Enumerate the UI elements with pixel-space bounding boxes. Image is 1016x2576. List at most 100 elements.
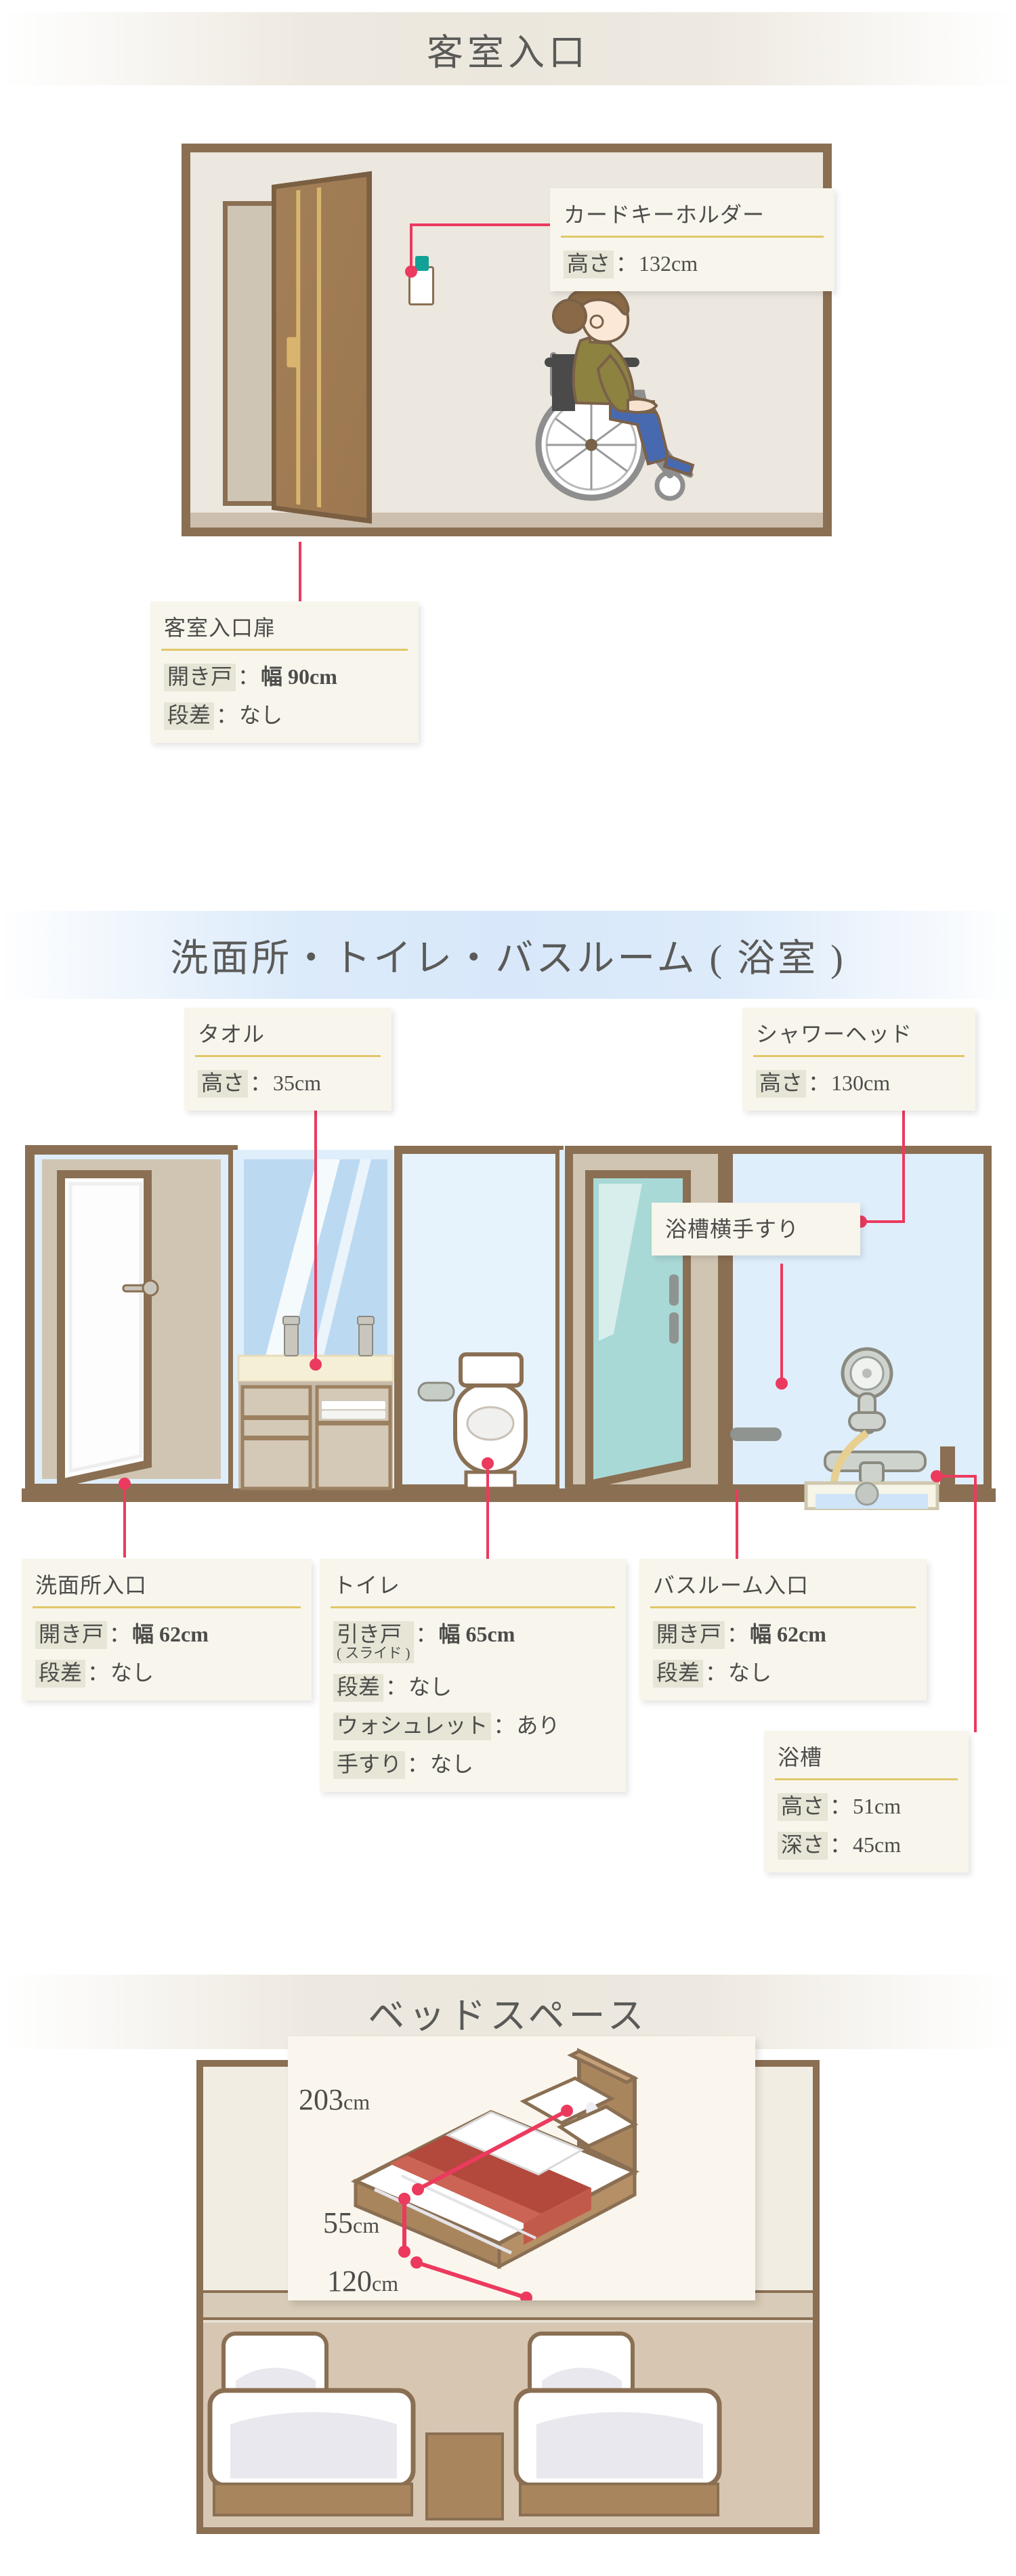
leader-line-towel xyxy=(314,1094,317,1365)
leader-line-card-key-holder-h xyxy=(410,223,559,226)
row-separator: ： xyxy=(830,1832,852,1857)
card-row: 手すり ： なし xyxy=(331,1744,615,1782)
bed-length-label: 203cm xyxy=(299,2082,370,2117)
card-key-holder-icon xyxy=(408,256,434,305)
bed-width-unit: cm xyxy=(372,2271,399,2296)
leader-dot-washroom-entrance xyxy=(119,1478,131,1490)
card-row: 高さ ： 132cm xyxy=(561,243,824,282)
row-separator: ： xyxy=(238,664,260,689)
row-key: 深さ xyxy=(778,1831,828,1860)
row-value: あり xyxy=(516,1713,560,1738)
card-row: 開き戸 ： 幅 62cm xyxy=(33,1614,301,1652)
row-key-sub: ( スライド ) xyxy=(337,1644,410,1661)
leader-dot-toilet xyxy=(482,1457,494,1469)
card-row: 段差 ： なし xyxy=(33,1652,301,1691)
card-row: 高さ ： 35cm xyxy=(195,1062,381,1101)
wheelchair-user-illustration xyxy=(535,284,695,501)
row-separator: ： xyxy=(216,702,238,727)
row-key: ウォシュレット xyxy=(333,1713,492,1740)
row-value: 幅 65cm xyxy=(438,1622,515,1646)
key-card-icon xyxy=(415,256,429,271)
row-key: 段差 xyxy=(653,1659,704,1688)
section-banner-bathroom: 洗面所・トイレ・バスルーム ( 浴室 ) xyxy=(0,911,1016,999)
card-row: 段差 ： なし xyxy=(331,1667,615,1705)
row-value: 幅 90cm xyxy=(261,664,337,689)
section-title-entrance: 客室入口 xyxy=(427,32,589,73)
card-row: 開き戸 ： 幅 62cm xyxy=(650,1614,916,1652)
row-separator: ： xyxy=(87,1660,110,1685)
card-row: 開き戸 ： 幅 90cm xyxy=(161,656,408,695)
row-separator: ： xyxy=(616,251,638,276)
row-value: 幅 62cm xyxy=(132,1622,209,1646)
row-key-main: 引き戸 xyxy=(337,1622,402,1646)
row-key: 高さ xyxy=(756,1070,807,1098)
bathtub-card: 浴槽 高さ ： 51cm 深さ ： 45cm xyxy=(764,1731,969,1872)
bed-dimensions-panel: 203cm 55cm 120cm xyxy=(288,2036,755,2304)
bathtub-side-handrail-card: 浴槽横手すり xyxy=(652,1203,860,1255)
leader-line-washroom-entrance xyxy=(123,1483,126,1558)
bed-height-value: 55 xyxy=(323,2206,353,2239)
shower-head-card: シャワーヘッド 高さ ： 130cm xyxy=(742,1008,975,1111)
entrance-door-leaf xyxy=(272,171,373,524)
card-row: 段差 ： なし xyxy=(161,695,408,733)
row-key: 段差 xyxy=(164,702,215,730)
row-separator: ： xyxy=(250,1071,272,1095)
card-title: シャワーヘッド xyxy=(753,1014,965,1057)
section-title-bathroom: 洗面所・トイレ・バスルーム ( 浴室 ) xyxy=(170,937,846,980)
towel-card: タオル 高さ ： 35cm xyxy=(184,1008,391,1111)
leader-line-bathtub-h xyxy=(936,1475,977,1478)
leader-dot-bathtub xyxy=(931,1470,943,1482)
row-value: 130cm xyxy=(831,1071,891,1095)
card-title: 浴槽 xyxy=(775,1738,958,1780)
row-key: 高さ xyxy=(198,1070,249,1098)
room-entrance-door-card: 客室入口扉 開き戸 ： 幅 90cm 段差 ： なし xyxy=(150,601,419,743)
row-separator: ： xyxy=(407,1752,429,1776)
row-value: なし xyxy=(408,1675,452,1700)
leader-line-card-key-holder xyxy=(410,223,412,271)
row-value: 51cm xyxy=(853,1794,902,1818)
card-title: カードキーホルダー xyxy=(561,195,824,238)
row-separator: ： xyxy=(808,1071,830,1095)
leader-line-shower-head-h xyxy=(862,1220,905,1223)
card-row: 高さ ： 51cm xyxy=(775,1786,958,1824)
leader-line-toilet xyxy=(486,1463,489,1559)
bed-height-label: 55cm xyxy=(323,2206,379,2240)
card-row: ウォシュレット ： あり xyxy=(331,1705,615,1744)
row-separator: ： xyxy=(385,1675,408,1700)
card-key-holder-card: カードキーホルダー 高さ ： 132cm xyxy=(550,188,834,291)
bathroom-svg xyxy=(22,1145,996,1516)
row-key: 高さ xyxy=(778,1793,828,1821)
washroom-entrance-card: 洗面所入口 開き戸 ： 幅 62cm 段差 ： なし xyxy=(22,1559,312,1700)
leader-line-shower-head-v xyxy=(902,1096,905,1223)
row-key: 引き戸( スライド ) xyxy=(333,1621,414,1664)
card-title: 浴槽横手すり xyxy=(665,1217,800,1241)
illustration-bed-space: 203cm 55cm 120cm xyxy=(196,2036,820,2534)
bed-width-value: 120 xyxy=(327,2264,372,2298)
row-separator: ： xyxy=(493,1713,515,1738)
row-value: なし xyxy=(110,1660,154,1685)
card-title: 洗面所入口 xyxy=(33,1566,301,1608)
door-stripe xyxy=(316,187,322,508)
row-key: 開き戸 xyxy=(164,664,236,691)
row-key: 高さ xyxy=(564,251,614,278)
row-separator: ： xyxy=(727,1622,749,1646)
row-separator: ： xyxy=(415,1622,438,1646)
leader-dot-card-key-holder xyxy=(405,265,417,278)
row-value: 45cm xyxy=(853,1832,902,1857)
section-banner-bedspace: ベッドスペース xyxy=(0,1975,1016,2049)
row-key: 手すり xyxy=(333,1751,406,1779)
row-separator: ： xyxy=(705,1660,727,1685)
row-key: 開き戸 xyxy=(653,1621,725,1649)
card-title: タオル xyxy=(195,1014,381,1057)
toilet-card: トイレ 引き戸( スライド ) ： 幅 65cm 段差 ： なし ウォシュレット… xyxy=(320,1559,626,1792)
row-value: 132cm xyxy=(639,251,698,276)
row-key: 段差 xyxy=(35,1659,86,1688)
leader-line-handrail xyxy=(780,1264,783,1384)
bed-width-label: 120cm xyxy=(327,2264,398,2298)
bed-length-unit: cm xyxy=(343,2090,371,2114)
row-value: なし xyxy=(728,1660,772,1685)
row-value: 35cm xyxy=(273,1071,322,1095)
card-row: 段差 ： なし xyxy=(650,1652,916,1691)
card-row: 深さ ： 45cm xyxy=(775,1824,958,1863)
illustration-bathroom xyxy=(22,1117,996,1516)
